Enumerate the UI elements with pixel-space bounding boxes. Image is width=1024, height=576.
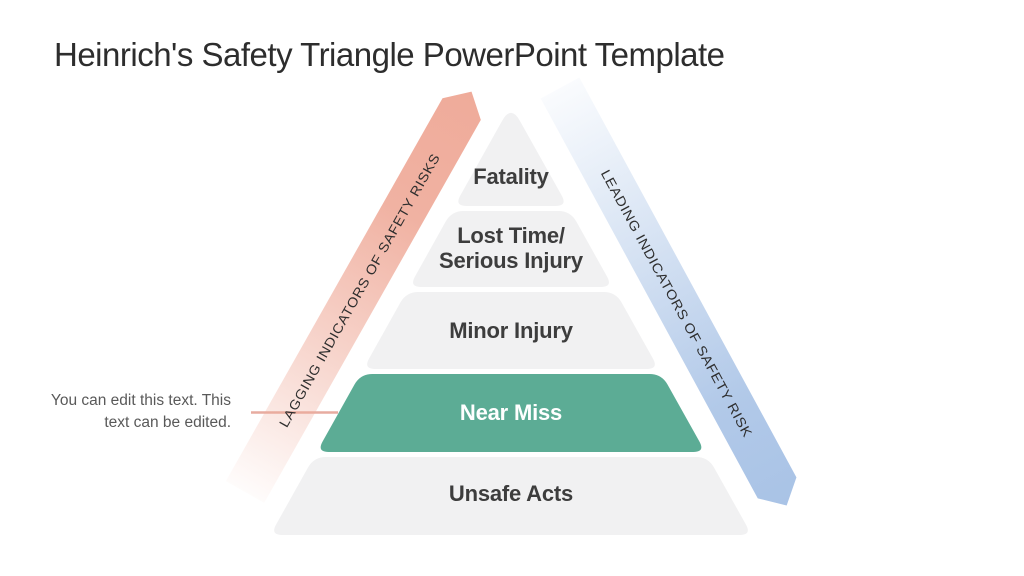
- tier-lost-time-label-line-1[interactable]: Lost Time/: [457, 223, 565, 248]
- tier-near-miss-shape[interactable]: [320, 374, 702, 452]
- tier-unsafe-acts-shape[interactable]: [274, 457, 748, 535]
- callout-text-line-2[interactable]: text can be edited.: [104, 414, 231, 431]
- tier-lost-time-label-line-2[interactable]: Serious Injury: [439, 248, 584, 273]
- tier-near-miss-label[interactable]: Near Miss: [460, 400, 562, 425]
- leading-band-arrow[interactable]: [540, 77, 806, 516]
- tier-minor-injury-shape[interactable]: [367, 292, 655, 369]
- lagging-band-arrow[interactable]: [225, 81, 491, 503]
- pyramid: Fatality Lost Time/ Serious Injury Minor…: [274, 112, 748, 535]
- slide-title[interactable]: Heinrich's Safety Triangle PowerPoint Te…: [54, 36, 725, 73]
- tier-fatality-shape[interactable]: [458, 112, 564, 206]
- tier-unsafe-acts-label[interactable]: Unsafe Acts: [449, 481, 573, 506]
- tier-minor-injury-label[interactable]: Minor Injury: [449, 318, 574, 343]
- tier-lost-time-shape[interactable]: [413, 211, 609, 287]
- callout-textbox[interactable]: You can edit this text. This text can be…: [51, 392, 231, 431]
- tier-fatality-label[interactable]: Fatality: [473, 164, 550, 189]
- callout-text-line-1[interactable]: You can edit this text. This: [51, 392, 231, 409]
